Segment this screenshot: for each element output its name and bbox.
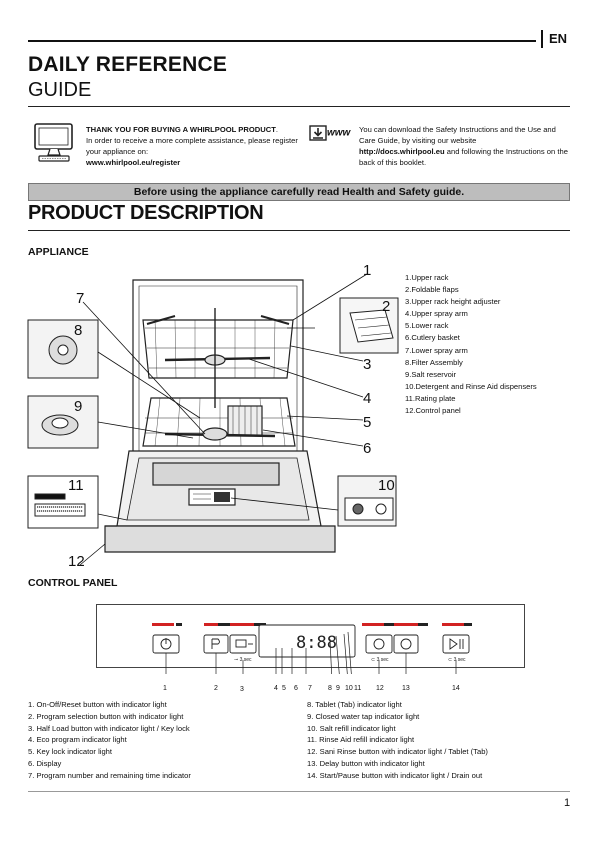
- cp-num-10: 10: [345, 685, 353, 692]
- language-label: EN: [541, 30, 567, 48]
- legend-item: 9.Salt reservoir: [405, 369, 457, 379]
- legend-item: 10.Detergent and Rinse Aid dispensers: [405, 381, 537, 391]
- list-item: 10. Salt refill indicator light: [307, 723, 396, 733]
- callout-10: 10: [378, 477, 395, 494]
- list-item: 7. Program number and remaining time ind…: [28, 770, 191, 780]
- divider: [28, 106, 570, 107]
- legend-item: 6.Cutlery basket: [405, 333, 460, 343]
- page-title: DAILY REFERENCE: [28, 53, 228, 76]
- download-www-icon: www: [309, 124, 350, 142]
- control-panel-heading: CONTROL PANEL: [28, 577, 118, 589]
- intro-register: THANK YOU FOR BUYING A WHIRLPOOL PRODUCT…: [86, 125, 298, 167]
- page-number: 1: [564, 797, 571, 809]
- legend-item: 2.Foldable flaps: [405, 285, 459, 295]
- callout-4: 4: [363, 390, 372, 407]
- cp-num-13: 13: [402, 685, 410, 692]
- callout-6: 6: [363, 440, 372, 457]
- legend-item: 8.Filter Assembly: [405, 357, 463, 367]
- callout-7: 7: [76, 290, 85, 307]
- appliance-heading: APPLIANCE: [28, 246, 89, 258]
- footer-rule: [28, 791, 570, 792]
- cp-num-2: 2: [214, 685, 218, 692]
- callout-8: 8: [74, 322, 83, 339]
- list-item: 11. Rinse Aid refill indicator light: [307, 735, 415, 745]
- list-item: 6. Display: [28, 758, 62, 768]
- register-link[interactable]: www.whirlpool.eu/register: [86, 158, 181, 167]
- safety-banner: Before using the appliance carefully rea…: [28, 183, 570, 201]
- control-list-right: 8. Tablet (Tab) indicator light 9. Close…: [307, 699, 488, 782]
- cp-num-5: 5: [282, 685, 286, 692]
- list-item: 2. Program selection button with indicat…: [28, 711, 184, 721]
- callout-5: 5: [363, 414, 372, 431]
- callout-11: 11: [68, 477, 84, 494]
- list-item: 9. Closed water tap indicator light: [307, 711, 420, 721]
- cp-num-8: 8: [328, 685, 332, 692]
- legend-item: 1.Upper rack: [405, 273, 449, 282]
- legend-item: 7.Lower spray arm: [405, 345, 468, 355]
- legend-item: 4.Upper spray arm: [405, 309, 468, 319]
- cp-num-6: 6: [294, 685, 298, 692]
- legend-item: 12.Control panel: [405, 406, 461, 416]
- cp-num-3: 3: [240, 686, 244, 693]
- callout-1: 1: [363, 262, 372, 279]
- callout-2: 2: [382, 298, 391, 315]
- intro-download: You can download the Safety Instructions…: [359, 125, 568, 167]
- callout-3: 3: [363, 356, 372, 373]
- list-item: 13. Delay button with indicator light: [307, 758, 425, 768]
- appliance-legend: 1.Upper rack 2.Foldable flaps 3.Upper ra…: [405, 272, 537, 417]
- control-list-left: 1. On-Off/Reset button with indicator li…: [28, 699, 191, 782]
- docs-link[interactable]: http://docs.whirlpool.eu: [359, 147, 445, 156]
- legend-item: 11.Rating plate: [405, 393, 456, 403]
- list-item: 4. Eco program indicator light: [28, 735, 127, 745]
- dishwasher-illustration: [27, 273, 399, 566]
- cp-num-4: 4: [274, 685, 278, 692]
- list-item: 14. Start/Pause button with indicator li…: [307, 770, 483, 780]
- drain-hint: ⊂ 3 sec: [448, 657, 466, 663]
- control-panel-illustration: 8:88 ⊸ 3 sec ⊂ 3 sec ⊂ 3 sec: [96, 604, 525, 674]
- list-item: 8. Tablet (Tab) indicator light: [307, 700, 402, 709]
- divider: [28, 230, 570, 231]
- list-item: 5. Key lock indicator light: [28, 747, 112, 757]
- list-item: 12. Sani Rinse button with indicator lig…: [307, 747, 488, 757]
- cp-num-14: 14: [452, 685, 460, 692]
- salt-hint: ⊂ 3 sec: [371, 657, 389, 663]
- cp-num-9: 9: [336, 685, 340, 692]
- legend-item: 3.Upper rack height adjuster: [405, 297, 501, 307]
- callout-9: 9: [74, 398, 83, 415]
- cp-num-11: 11: [354, 685, 362, 692]
- section-title: PRODUCT DESCRIPTION: [28, 202, 264, 224]
- cp-num-12: 12: [376, 685, 384, 692]
- list-item: 3. Half Load button with indicator light…: [28, 723, 190, 733]
- list-item: 1. On-Off/Reset button with indicator li…: [28, 700, 167, 709]
- monitor-icon: [34, 123, 73, 162]
- callout-12: 12: [68, 553, 85, 570]
- legend-item: 5.Lower rack: [405, 321, 449, 331]
- cp-num-1: 1: [163, 685, 167, 692]
- page-subtitle: GUIDE: [28, 79, 92, 101]
- header-rule: [28, 40, 536, 42]
- cp-num-7: 7: [308, 685, 312, 692]
